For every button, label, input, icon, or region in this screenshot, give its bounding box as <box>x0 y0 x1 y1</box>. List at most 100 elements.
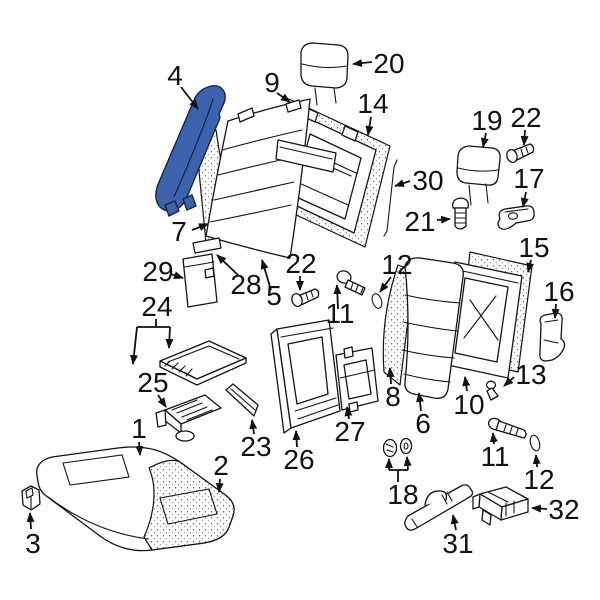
side-bolster-part <box>155 85 226 217</box>
leader-10 <box>462 376 471 392</box>
frame26-opening <box>287 336 329 405</box>
backrest-cushion-left-part <box>205 98 337 259</box>
leader-8 <box>386 367 395 385</box>
latch32-wing <box>472 493 481 510</box>
screw22a-head <box>506 148 518 164</box>
guide-pin-part <box>452 197 469 230</box>
callout-labels: 4 9 20 14 19 22 30 21 17 7 29 28 5 22 11… <box>25 48 579 559</box>
headrest-right-part <box>456 145 501 206</box>
callout-27: 27 <box>334 416 365 447</box>
callout-11a: 11 <box>325 298 354 329</box>
callout-9: 9 <box>264 67 280 98</box>
leader-12b <box>532 454 541 468</box>
bolt-lower-part <box>487 417 527 439</box>
trim-strip-part <box>192 237 222 254</box>
leader-18-b <box>403 456 412 471</box>
bolster4-seam <box>173 98 214 198</box>
callout-29: 29 <box>142 256 173 287</box>
screw22b-head <box>291 292 303 308</box>
backrest-cushion-right-part <box>401 257 464 399</box>
callout-30: 30 <box>412 165 443 196</box>
callout-8: 8 <box>385 381 401 412</box>
callout-1: 1 <box>131 413 147 444</box>
headrest20-crease <box>301 63 348 69</box>
leader-25 <box>157 394 167 408</box>
armrest-trim-part <box>225 383 259 417</box>
pin21-head <box>452 197 469 209</box>
callout-17: 17 <box>513 163 544 194</box>
cushion1-front-line <box>47 496 149 540</box>
armrest-frame-part <box>270 319 341 434</box>
seal-ring-lower-part <box>529 434 541 452</box>
cup25-cup <box>175 430 195 442</box>
support-rod-part <box>383 159 398 237</box>
screw-center-part <box>291 288 320 308</box>
leader-32 <box>531 504 548 513</box>
leader-1 <box>135 441 144 456</box>
handle31-grip <box>424 490 448 506</box>
latch32-tab <box>481 509 492 526</box>
frame10-cross <box>457 269 519 341</box>
bolt11b-threads <box>503 424 519 436</box>
callout-21: 21 <box>404 206 435 237</box>
cushion2-seam <box>159 488 218 525</box>
leader-23 <box>249 419 258 435</box>
rod30-hook <box>383 159 398 237</box>
cushion9-body <box>205 98 311 259</box>
leader-13 <box>503 376 515 387</box>
cushion2-cover <box>143 459 235 551</box>
cushion9-arm <box>275 139 337 173</box>
screw22a-threads <box>520 146 529 157</box>
leader-18-bracket <box>389 469 408 482</box>
pin21-ribs <box>454 212 467 224</box>
frame27-line <box>339 369 376 379</box>
clip3-slot <box>25 487 34 511</box>
leader-19 <box>480 132 489 148</box>
latch-bracket-part <box>497 205 535 230</box>
leader-7 <box>191 223 209 231</box>
headrest20-body <box>300 42 349 89</box>
leader-29 <box>170 271 184 279</box>
cushion9-ribs <box>209 129 303 223</box>
bracket17-hole <box>507 212 519 220</box>
cup25-wing <box>155 409 167 428</box>
callout-16: 16 <box>543 276 574 307</box>
panel29-body <box>182 253 218 308</box>
bolt11a-threads <box>350 282 364 294</box>
callout-26: 26 <box>283 444 314 475</box>
washers-part <box>382 437 413 458</box>
screw-top-part <box>506 143 535 164</box>
leader-27 <box>344 406 353 420</box>
leader-6 <box>416 392 424 412</box>
leader-26 <box>292 430 301 448</box>
leader-22a <box>520 129 529 146</box>
leader-17 <box>520 191 529 208</box>
callout-12a: 12 <box>381 249 412 280</box>
cushion1-seam <box>62 454 130 486</box>
callout-3: 3 <box>25 528 41 559</box>
cushion9-tab <box>285 99 302 113</box>
washer18-b <box>399 437 413 455</box>
callout-19: 19 <box>471 105 502 136</box>
callout-31: 31 <box>442 528 473 559</box>
cushion-clip-part <box>21 485 41 511</box>
leader-14 <box>365 116 374 136</box>
leader-20 <box>352 59 373 68</box>
lid24-hatch <box>164 360 193 377</box>
headrest-left-part <box>300 42 349 106</box>
leader-4 <box>180 86 199 110</box>
leader-24-b <box>129 326 138 365</box>
bracket17-body <box>497 205 535 230</box>
frame26-lines <box>280 327 339 420</box>
leader-5 <box>260 259 272 291</box>
callout-15: 15 <box>518 232 549 263</box>
bracket16-body <box>539 312 566 362</box>
headrest20-posts <box>314 87 337 106</box>
callout-22b: 22 <box>285 248 316 279</box>
seal-ring-center-part <box>371 293 383 309</box>
screw13-tip <box>486 387 499 401</box>
leader-30 <box>394 179 411 187</box>
callout-20: 20 <box>373 48 404 79</box>
